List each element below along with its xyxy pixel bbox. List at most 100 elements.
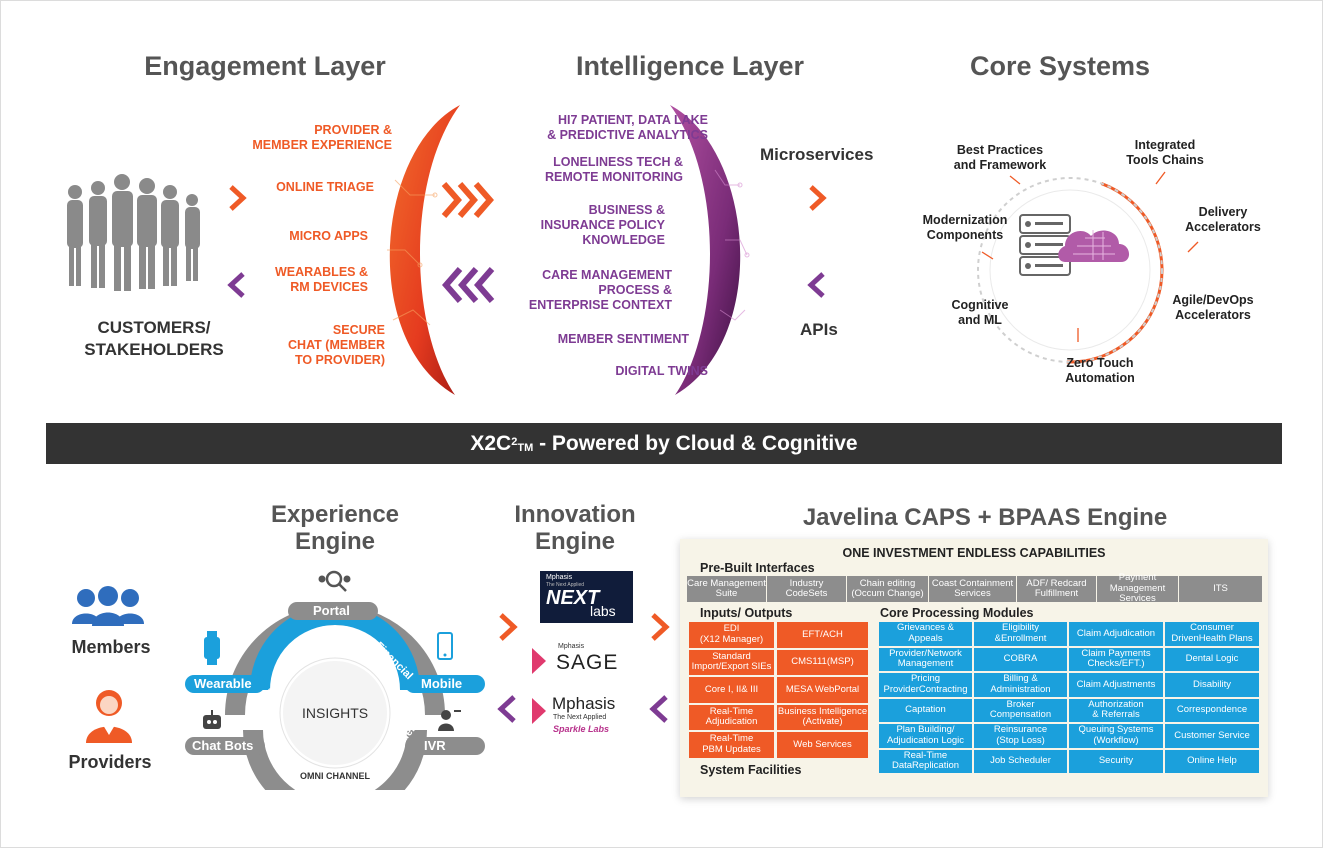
intelligence-item: DIGITAL TWINS xyxy=(615,364,708,378)
core-module: Broker Compensation xyxy=(973,697,1068,723)
intelligence-item: LONELINESS TECH & REMOTE MONITORING xyxy=(545,155,683,184)
core-module: Disability xyxy=(1164,672,1260,698)
io-module: Web Services xyxy=(776,731,869,759)
sparkle-tag: The Next Applied xyxy=(553,714,607,721)
sparkle-labs-logo[interactable]: Mphasis The Next Applied Sparkle Labs xyxy=(530,692,640,742)
prebuilt-interface: Care Management Suite xyxy=(687,576,766,602)
people-silhouettes-icon xyxy=(67,174,200,291)
core-module: Security xyxy=(1068,748,1164,774)
core-module: COBRA xyxy=(973,646,1068,672)
io-module: Standard Import/Export SIEs xyxy=(688,648,775,676)
core-module: Consumer DrivenHealth Plans xyxy=(1164,621,1260,647)
chevron-left-icon xyxy=(649,695,668,723)
core-label-cognitive: Cognitive and ML xyxy=(951,298,1009,327)
core-systems-circle xyxy=(976,176,1164,364)
io-module: Core I, II& III xyxy=(688,676,775,704)
portal-label: Portal xyxy=(313,603,350,618)
sparkle-mark-icon xyxy=(532,698,546,724)
mobile-label: Mobile xyxy=(421,676,463,691)
members-label: Members xyxy=(71,637,151,657)
mobile-icon xyxy=(437,632,453,660)
intelligence-item: BUSINESS & INSURANCE POLICY KNOWLEDGE xyxy=(540,203,665,247)
stakeholders-label: STAKEHOLDERS xyxy=(84,340,224,359)
clinical-label: Clinical xyxy=(314,635,354,647)
intelligence-item: CARE MANAGEMENT PROCESS & ENTERPRISE CON… xyxy=(528,268,672,312)
sage-brand: Mphasis xyxy=(558,643,585,650)
next-word: NEXT xyxy=(546,587,600,609)
robot-icon xyxy=(203,710,221,729)
ivr-icon xyxy=(438,710,461,731)
prebuilt-interface: ADF/ Redcard Fulfillment xyxy=(1017,576,1096,602)
providers-label: Providers xyxy=(68,752,152,772)
core-module: Pricing ProviderContracting xyxy=(878,672,973,698)
chevron-left-icon xyxy=(807,272,825,298)
engagement-layer-title: Engagement Layer xyxy=(144,51,386,81)
search-people-icon xyxy=(318,570,351,592)
experience-ring xyxy=(185,570,485,790)
banner-sup: 2 xyxy=(511,435,518,448)
chevron-right-icon xyxy=(809,185,827,211)
core-module: Claim Payments Checks/EFT.) xyxy=(1068,646,1164,672)
chevron-right-icon xyxy=(499,613,518,641)
prebuilt-interface: ITS xyxy=(1179,576,1262,602)
wearable-label: Wearable xyxy=(194,676,252,691)
io-module: Real-Time PBM Updates xyxy=(688,731,775,759)
core-module: Queuing Systems (Workflow) xyxy=(1068,723,1164,749)
system-facilities-title: System Facilities xyxy=(700,763,802,777)
next-labs-logo[interactable]: Mphasis The Next Applied NEXT labs xyxy=(540,571,633,623)
core-module: Reinsurance (Stop Loss) xyxy=(973,723,1068,749)
microservices-label: Microservices xyxy=(760,145,874,164)
next-brand: Mphasis xyxy=(546,574,573,581)
core-module: Eligibility &Enrollment xyxy=(973,621,1068,647)
io-module: EFT/ACH xyxy=(776,621,869,649)
watch-icon xyxy=(204,631,220,665)
core-module: Captation xyxy=(878,697,973,723)
core-label-delivery: Delivery Accelerators xyxy=(1185,205,1261,234)
members-icon xyxy=(72,586,144,626)
omni-channel-label: OMNI CHANNEL xyxy=(300,771,370,781)
core-module: Correspondence xyxy=(1164,697,1260,723)
sage-mark-icon xyxy=(532,648,546,674)
cloud-icon xyxy=(1058,230,1130,262)
core-systems-title: Core Systems xyxy=(969,51,1151,81)
sage-logo[interactable]: Mphasis SAGE xyxy=(530,640,630,685)
intelligence-item: MEMBER SENTIMENT xyxy=(557,332,689,346)
io-module: MESA WebPortal xyxy=(776,676,869,704)
chevron-left-icon xyxy=(227,272,245,298)
engagement-item: WEARABLES & RM DEVICES xyxy=(274,265,368,294)
provider-icon xyxy=(86,690,132,743)
insights-label: INSIGHTS xyxy=(302,705,369,721)
intelligence-layer-title: Intelligence Layer xyxy=(575,51,805,81)
next-labs: labs xyxy=(590,603,616,619)
banner-prefix: X2C xyxy=(470,431,512,455)
sparkle-labs-word: Sparkle Labs xyxy=(553,724,610,734)
banner-sub: TM xyxy=(517,441,534,454)
engagement-item: PROVIDER & MEMBER EXPERIENCE xyxy=(252,123,392,152)
engagement-crescent xyxy=(387,105,460,395)
core-module: Claim Adjudication xyxy=(1068,621,1164,647)
sage-word: SAGE xyxy=(556,651,619,674)
io-module: Real-Time Adjudication xyxy=(688,703,775,731)
engagement-item: MICRO APPS xyxy=(289,229,368,243)
prebuilt-interface: Payment Management Services xyxy=(1097,573,1178,604)
apis-label: APIs xyxy=(800,320,838,339)
prebuilt-interface: Coast Containment Services xyxy=(929,576,1016,602)
prebuilt-interface: Chain editing (Occum Change) xyxy=(847,576,928,602)
experience-engine-title: Experience Engine xyxy=(270,501,400,555)
core-module: Plan Building/ Adjudication Logic xyxy=(878,723,973,749)
customers-label: CUSTOMERS/ xyxy=(97,318,211,337)
core-pointer-arrows xyxy=(981,171,1199,342)
intelligence-item: HI7 PATIENT, DATA LAKE & PREDICTIVE ANAL… xyxy=(547,113,708,142)
core-module: Claim Adjustments xyxy=(1068,672,1164,698)
core-module: Provider/Network Management xyxy=(878,646,973,672)
chevron-right-icon xyxy=(651,613,670,641)
ivr-label: IVR xyxy=(424,738,446,753)
io-title: Inputs/ Outputs xyxy=(700,606,793,620)
core-label-modernization: Modernization Components xyxy=(922,213,1008,242)
innovation-engine-title: Innovation Engine xyxy=(514,501,636,555)
engagement-item: ONLINE TRIAGE xyxy=(276,180,374,194)
io-module: CMS111(MSP) xyxy=(776,648,869,676)
io-module: EDI (X12 Manager) xyxy=(688,621,775,649)
core-label-integrated: Integrated Tools Chains xyxy=(1126,138,1204,167)
